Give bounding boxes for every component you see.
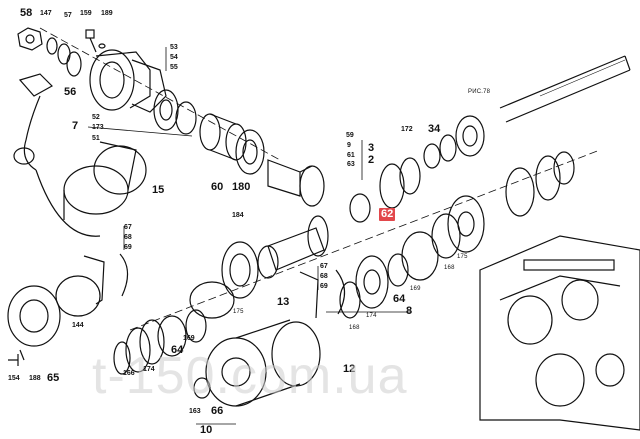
callout-55[interactable]: 55 <box>170 64 178 71</box>
shaft-184 <box>267 215 329 271</box>
callout-168-mid[interactable]: 168 <box>349 325 360 331</box>
clip-69-mid <box>335 269 346 315</box>
ring-172 <box>423 143 441 169</box>
callout-12[interactable]: 12 <box>343 363 356 375</box>
gear-shaft-right <box>505 151 575 217</box>
callout-169-left[interactable]: 169 <box>183 335 195 342</box>
callout-34[interactable]: 34 <box>428 123 441 135</box>
callout-147[interactable]: 147 <box>40 10 52 17</box>
callout-64-mid[interactable]: 64 <box>393 293 406 305</box>
callout-172[interactable]: 172 <box>401 126 413 133</box>
callout-69-mid[interactable]: 69 <box>320 283 328 290</box>
snap-ring-175-mid <box>401 231 439 281</box>
callout-154[interactable]: 154 <box>8 375 20 382</box>
gearbox-housing <box>479 235 640 431</box>
callout-166[interactable]: 166 <box>123 370 135 377</box>
callout-8[interactable]: 8 <box>406 305 413 317</box>
figure-ref: РИС.78 <box>468 89 491 95</box>
clip-69-left <box>119 253 129 297</box>
callout-63[interactable]: 63 <box>347 161 355 168</box>
callout-67-left[interactable]: 67 <box>124 224 132 231</box>
callout-174-left[interactable]: 174 <box>143 366 155 373</box>
callout-13[interactable]: 13 <box>277 296 290 308</box>
callout-188[interactable]: 188 <box>29 375 41 382</box>
housing-12 <box>205 319 321 407</box>
callout-68-left[interactable]: 68 <box>124 234 132 241</box>
callout-169-mid[interactable]: 169 <box>410 286 421 292</box>
seal-57 <box>57 43 71 65</box>
ring-166 <box>113 341 131 375</box>
callout-59[interactable]: 59 <box>346 132 354 139</box>
axis-line-upper <box>39 27 281 161</box>
callout-65[interactable]: 65 <box>47 372 60 384</box>
callout-7[interactable]: 7 <box>72 120 79 132</box>
callout-58[interactable]: 58 <box>20 7 33 19</box>
bearing-180 <box>235 129 265 175</box>
callout-56[interactable]: 56 <box>64 86 77 98</box>
callout-61[interactable]: 61 <box>347 152 355 159</box>
housing-cup-15 <box>63 141 147 220</box>
bearing-upper-right <box>455 115 485 157</box>
callout-180[interactable]: 180 <box>232 181 251 193</box>
callout-163[interactable]: 163 <box>189 408 201 415</box>
callout-10[interactable]: 10 <box>200 424 213 436</box>
washer-147 <box>46 37 58 55</box>
callout-173[interactable]: 173 <box>92 124 104 131</box>
callout-189[interactable]: 189 <box>101 10 113 17</box>
snap-ring-144 <box>55 275 101 317</box>
bolt-159 <box>85 29 106 53</box>
snap-ring-175 <box>189 281 235 319</box>
bushing-60 <box>199 113 247 161</box>
clip-67-mid <box>299 271 319 319</box>
sensor-assembly <box>13 73 101 237</box>
callout-3[interactable]: 3 <box>368 142 375 154</box>
callout-54[interactable]: 54 <box>170 54 178 61</box>
bolt-154 <box>8 354 19 366</box>
callout-62-highlighted[interactable]: 62 <box>379 208 396 221</box>
clip-67-left <box>83 255 105 305</box>
callout-52[interactable]: 52 <box>92 114 100 121</box>
ring-56 <box>66 51 82 77</box>
nut-58 <box>17 27 43 51</box>
callout-144[interactable]: 144 <box>72 322 84 329</box>
callout-174-mid[interactable]: 174 <box>366 313 377 319</box>
pinion-shaft-59 <box>267 159 325 207</box>
callout-60[interactable]: 60 <box>211 181 224 193</box>
bearing-right-mid <box>431 195 485 259</box>
callout-69-left[interactable]: 69 <box>124 244 132 251</box>
ring-34 <box>439 134 457 162</box>
callout-64-left[interactable]: 64 <box>171 344 184 356</box>
callout-67-mid[interactable]: 67 <box>320 263 328 270</box>
bearing-174-mid <box>339 253 409 319</box>
ring-163 <box>193 377 211 399</box>
bearing-lower-left <box>125 309 207 373</box>
callout-15[interactable]: 15 <box>152 184 165 196</box>
callout-66[interactable]: 66 <box>211 405 224 417</box>
callout-9[interactable]: 9 <box>347 142 351 149</box>
callout-175-left[interactable]: 175 <box>233 309 244 315</box>
bearing-7 <box>153 89 197 135</box>
callout-53[interactable]: 53 <box>170 44 178 51</box>
callout-175-right[interactable]: 175 <box>457 254 468 260</box>
cover-65 <box>7 285 61 361</box>
callout-168-right[interactable]: 168 <box>444 265 455 271</box>
output-shaft <box>499 55 631 123</box>
callout-2[interactable]: 2 <box>368 154 375 166</box>
axis-line-lower <box>129 149 601 331</box>
callout-51[interactable]: 51 <box>92 135 100 142</box>
callout-68-mid[interactable]: 68 <box>320 273 328 280</box>
gasket-53 <box>131 59 167 113</box>
bearing-cover-52 <box>89 49 151 111</box>
callout-57[interactable]: 57 <box>64 12 72 19</box>
callout-184[interactable]: 184 <box>232 212 244 219</box>
leader-173 <box>87 126 193 137</box>
callout-159[interactable]: 159 <box>80 10 92 17</box>
